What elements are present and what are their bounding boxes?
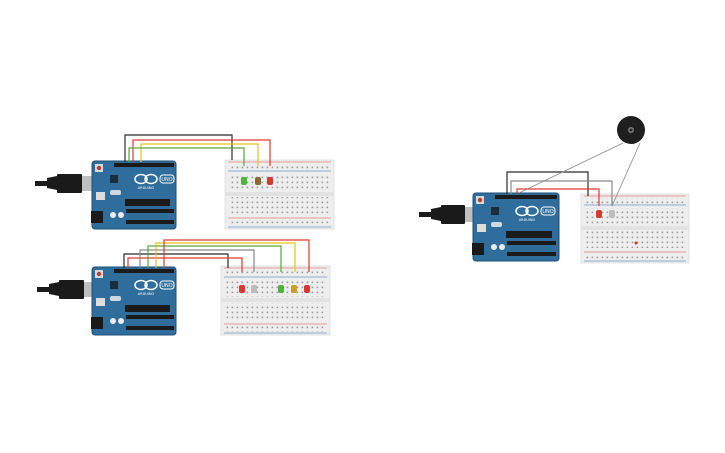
arduino-board-2[interactable]: UNO ARDUINO [91,266,177,336]
board-brand: ARDUINO [138,186,155,190]
breadboard-3[interactable] [580,193,690,264]
breadboard-1[interactable] [224,159,335,230]
board-brand: ARDUINO [519,218,536,222]
usb-cable-icon [37,280,100,299]
buzzer-icon[interactable] [617,116,645,144]
wires-2[interactable] [123,239,310,272]
breadboard-2[interactable] [220,265,331,336]
board-logo: UNO [161,283,172,289]
board-logo: UNO [542,209,553,215]
usb-cable-icon [419,205,480,224]
circuit-1[interactable]: UNO ARDUINO [35,134,335,230]
led-icon[interactable] [239,285,310,293]
wires-3[interactable] [506,142,641,207]
board-logo: UNO [161,177,172,183]
arduino-board-3[interactable]: UNO ARDUINO [472,192,560,262]
wires-1[interactable] [124,134,271,166]
circuit-3[interactable]: UNO ARDUINO [419,116,690,264]
led-icon[interactable] [596,210,615,218]
circuit-2[interactable]: UNO ARDUINO [37,239,331,336]
led-icon[interactable] [241,177,273,185]
board-brand: ARDUINO [138,292,155,296]
arduino-board-1[interactable]: UNO ARDUINO [91,160,177,230]
usb-cable-icon [35,174,100,193]
